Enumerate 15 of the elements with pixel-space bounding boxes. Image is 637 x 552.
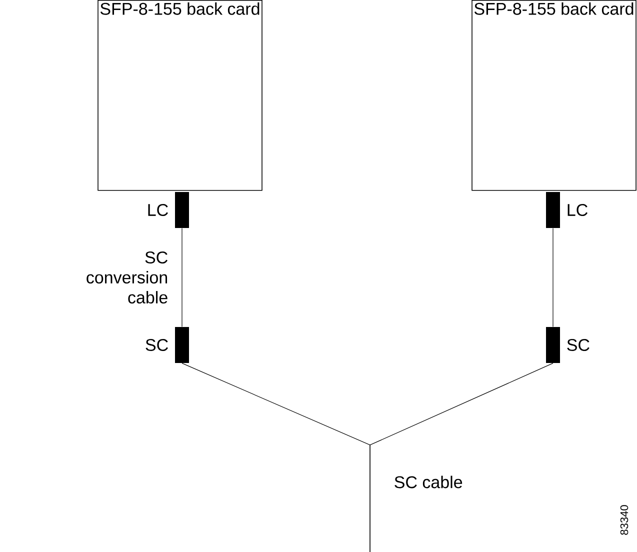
connector-label: SC bbox=[567, 338, 590, 352]
connector-bar bbox=[546, 327, 560, 363]
card-box: SFP-8-155 back card bbox=[98, 0, 262, 191]
card-box: SFP-8-155 back card bbox=[472, 0, 636, 191]
connector-bar bbox=[175, 192, 189, 228]
connector-bar bbox=[546, 192, 560, 228]
edge-label: SC conversion cable bbox=[86, 251, 168, 304]
connector-label: LC bbox=[568, 204, 588, 216]
connector-label: LC bbox=[148, 204, 168, 216]
cable-label: SC cable bbox=[394, 476, 462, 488]
connector-bar bbox=[175, 327, 189, 363]
connector-label: SC bbox=[146, 338, 168, 352]
cable-line bbox=[552, 228, 554, 328]
figure-number: 83340 bbox=[620, 505, 628, 535]
cable-line bbox=[370, 362, 554, 552]
